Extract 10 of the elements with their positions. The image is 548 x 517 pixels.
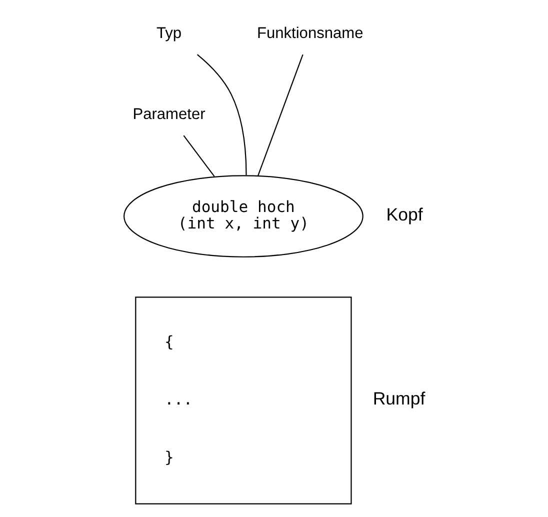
node-text: Funktionsname	[256, 24, 364, 42]
connector	[258, 54, 304, 176]
node-text: Parameter	[132, 106, 206, 123]
connector	[196, 54, 247, 176]
node-label: Kopf	[386, 204, 423, 224]
connector	[183, 135, 215, 177]
node-box: { ... }	[135, 296, 352, 504]
node-text: Typ	[156, 24, 182, 42]
node-label: Rumpf	[372, 388, 426, 409]
node-ellipse: double hoch (int x, int y)	[124, 175, 364, 258]
